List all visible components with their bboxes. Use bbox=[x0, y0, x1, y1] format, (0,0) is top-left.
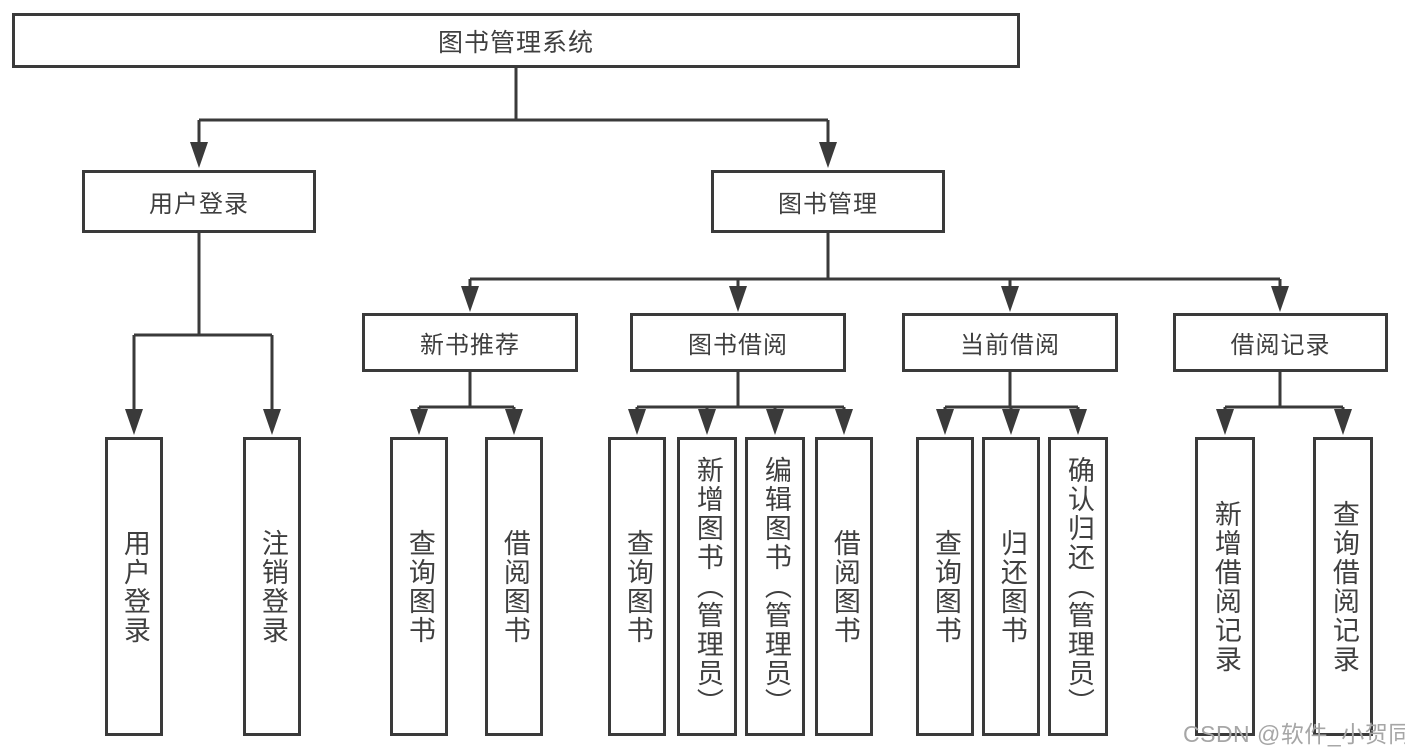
connector-login-to-leaves bbox=[132, 233, 274, 412]
leaf-label: 确认归还（管理员） bbox=[1063, 456, 1094, 717]
node-label: 当前借阅 bbox=[960, 332, 1060, 359]
leaf-return-book: 归还图书 bbox=[982, 437, 1040, 736]
leaf-query-book-borrow: 查询图书 bbox=[608, 437, 666, 736]
node-new-book-recommend: 新书推荐 bbox=[362, 313, 578, 372]
leaf-user-login: 用户登录 bbox=[105, 437, 163, 736]
leaf-label: 注销登录 bbox=[257, 528, 288, 645]
connector-newbook-to-leaves bbox=[417, 372, 516, 412]
csdn-watermark: CSDN @软件_小贺同学 bbox=[1183, 721, 1405, 747]
node-system-root: 图书管理系统 bbox=[12, 13, 1020, 68]
leaf-borrow-book-recommend: 借阅图书 bbox=[485, 437, 543, 736]
leaf-borrow-book: 借阅图书 bbox=[815, 437, 873, 736]
node-book-management: 图书管理 bbox=[711, 170, 945, 233]
arrowhead-record-to-leaves bbox=[1216, 409, 1352, 435]
node-book-borrow: 图书借阅 bbox=[630, 313, 846, 372]
node-label: 借阅记录 bbox=[1230, 332, 1331, 359]
leaf-label: 查询图书 bbox=[622, 528, 653, 645]
connector-current-to-leaves bbox=[943, 372, 1080, 412]
leaf-confirm-return-admin: 确认归还（管理员） bbox=[1048, 437, 1108, 736]
connector-bookmgmt-to-level3 bbox=[468, 233, 1282, 290]
arrowhead-root-to-level2 bbox=[190, 142, 837, 168]
node-current-borrow: 当前借阅 bbox=[902, 313, 1118, 372]
arrowhead-login-to-leaves bbox=[125, 409, 281, 435]
leaf-add-borrow-record: 新增借阅记录 bbox=[1195, 437, 1255, 736]
arrowhead-bookmgmt-to-level3 bbox=[461, 286, 1289, 312]
connector-root-to-level2 bbox=[197, 68, 830, 146]
node-label: 图书借阅 bbox=[688, 332, 788, 359]
leaf-label: 新增借阅记录 bbox=[1210, 499, 1241, 674]
arrowhead-current-to-leaves bbox=[936, 409, 1087, 435]
node-label: 新书推荐 bbox=[420, 332, 520, 359]
arrowhead-newbook-to-leaves bbox=[410, 409, 523, 435]
node-label: 图书管理 bbox=[778, 191, 878, 218]
leaf-query-book-recommend: 查询图书 bbox=[390, 437, 448, 736]
leaf-label: 新增图书（管理员） bbox=[692, 456, 723, 717]
leaf-label: 归还图书 bbox=[996, 528, 1027, 645]
node-borrow-record: 借阅记录 bbox=[1173, 313, 1388, 372]
leaf-label: 查询图书 bbox=[930, 528, 961, 645]
node-label: 用户登录 bbox=[149, 191, 249, 218]
leaf-query-book-current: 查询图书 bbox=[916, 437, 974, 736]
leaf-label: 借阅图书 bbox=[829, 528, 860, 645]
connector-borrow-to-leaves bbox=[635, 372, 846, 412]
leaf-logout: 注销登录 bbox=[243, 437, 301, 736]
connector-record-to-leaves bbox=[1223, 372, 1345, 412]
node-user-login: 用户登录 bbox=[82, 170, 316, 233]
leaf-add-book-admin: 新增图书（管理员） bbox=[677, 437, 737, 736]
leaf-label: 编辑图书（管理员） bbox=[760, 456, 791, 717]
leaf-label: 查询图书 bbox=[404, 528, 435, 645]
leaf-label: 借阅图书 bbox=[499, 528, 530, 645]
leaf-label: 用户登录 bbox=[119, 528, 150, 645]
leaf-query-borrow-record: 查询借阅记录 bbox=[1313, 437, 1373, 736]
arrowhead-borrow-to-leaves bbox=[628, 409, 853, 435]
node-label: 图书管理系统 bbox=[437, 28, 594, 57]
leaf-edit-book-admin: 编辑图书（管理员） bbox=[745, 437, 805, 736]
leaf-label: 查询借阅记录 bbox=[1328, 499, 1359, 674]
